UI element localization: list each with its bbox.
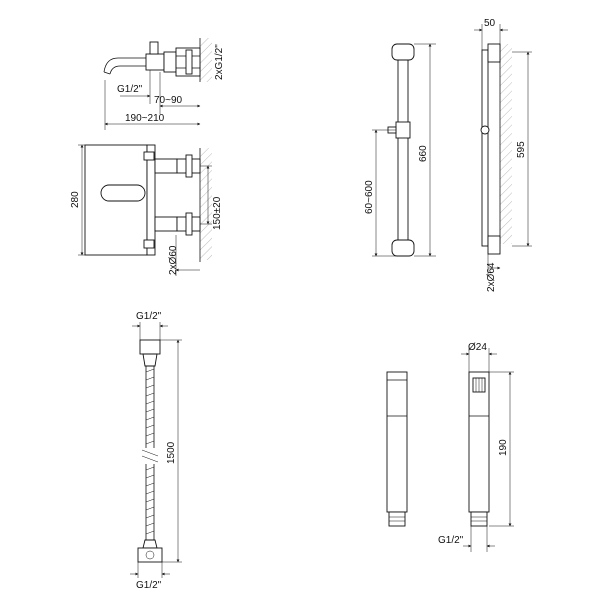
wall-hatch: [200, 148, 212, 260]
lever-handle: [100, 184, 146, 202]
total-length-label: 660: [418, 145, 429, 162]
hand-shower-front-view: [386, 371, 408, 527]
slider: [395, 121, 411, 139]
rail-front-view: 660 60~600: [364, 43, 436, 257]
rail-rosette-label: 2xØ64: [486, 262, 497, 292]
depth-label: 70~90: [154, 95, 183, 106]
hand-shower-body: [386, 371, 408, 513]
adjustable-height-label: 60~600: [364, 180, 375, 214]
mixer-top-view: G1/2" 70~90 2xG1/2" 190~210: [103, 38, 225, 130]
outlet-thread-label: G1/2": [117, 84, 143, 95]
rail-side-view: 50 595 2xØ64: [474, 18, 532, 292]
bracket-offset-label: 50: [484, 18, 496, 29]
wall-connections-label: 2xG1/2": [214, 44, 225, 80]
fixing-distance-label: 595: [516, 141, 527, 158]
height-label: 280: [70, 191, 81, 208]
wall-hatch: [500, 44, 512, 244]
hose-length-label: 1500: [166, 441, 177, 464]
hand-shower-side-view: Ø24 190 G1/2": [438, 342, 514, 552]
hose-top-thread-label: G1/2": [136, 311, 162, 322]
hose-upper: [145, 366, 155, 448]
hand-shower-thread-label: G1/2": [438, 535, 464, 546]
mixer-body: [145, 53, 165, 71]
rosette-label: 2xØ60: [168, 245, 179, 275]
spout: [103, 57, 146, 75]
hose-bottom-thread-label: G1/2": [136, 580, 162, 591]
width-label: 190~210: [125, 113, 165, 124]
spacing-label: 150±20: [212, 196, 223, 230]
shower-hose: G1/2" G1/2" 1500: [130, 311, 182, 591]
slide-rail: [397, 57, 409, 243]
hand-shower-length-label: 190: [498, 439, 509, 456]
mixer-front-view: 280 150±20 2xØ60: [70, 144, 223, 276]
wall-hatch: [200, 38, 212, 82]
hand-shower-diameter-label: Ø24: [468, 342, 487, 353]
